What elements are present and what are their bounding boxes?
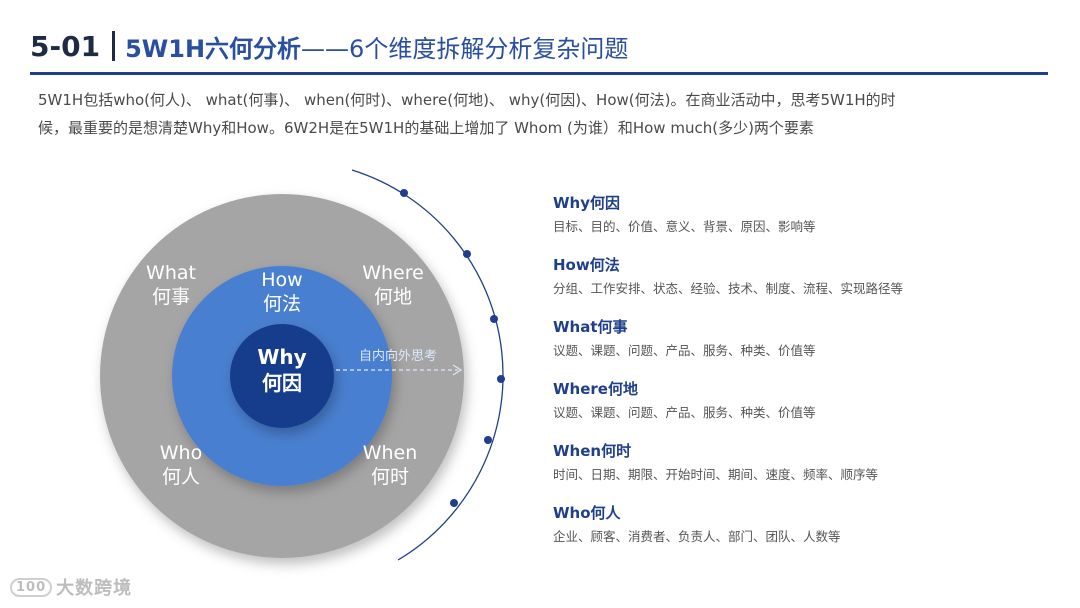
arrow-head [452,364,463,376]
watermark-logo: 100 大数跨境 [10,574,132,600]
section-number: 5-01 [30,29,101,63]
arc-dot [484,436,492,444]
title-subtitle: ——6个维度拆解分析复杂问题 [301,34,629,63]
arc-dot [497,375,505,383]
title-underline [30,72,1048,75]
item-desc: 议题、课题、问题、产品、服务、种类、价值等 [553,405,816,420]
logo-mark: 100 [10,577,53,597]
label-who-zh: 何人 [162,466,200,488]
arc-dot [400,189,408,197]
intro-paragraph: 5W1H包括who(何人)、 what(何事)、 when(何时)、where(… [38,86,1048,142]
item-title: When何时 [553,442,632,460]
label-how-zh: 何法 [263,293,301,315]
title-divider [112,31,116,61]
label-why-zh: 何因 [262,371,302,395]
label-why-en: Why [257,345,306,369]
intro-line-2: 候，最重要的是想清楚Why和How。6W2H是在5W1H的基础上增加了 Whom… [38,119,814,137]
center-circle [230,324,334,428]
label-how-en: How [261,269,302,291]
list-item-how: How何法 分组、工作安排、状态、经验、技术、制度、流程、实现路径等 [553,255,993,317]
title-main: 5W1H六何分析 [125,34,302,63]
item-title: Where何地 [553,380,638,398]
intro-line-1: 5W1H包括who(何人)、 what(何事)、 when(何时)、where(… [38,91,896,109]
label-what-zh: 何事 [152,286,190,308]
arc-dot [463,250,471,258]
list-item-when: When何时 时间、日期、期限、开始时间、期间、速度、频率、顺序等 [553,441,993,503]
label-when-zh: 何时 [371,466,409,488]
arc-dot [450,499,458,507]
item-desc: 企业、顾客、消费者、负责人、部门、团队、人数等 [553,529,841,544]
label-when-en: When [363,442,418,464]
list-item-why: Why何因 目标、目的、价值、意义、背景、原因、影响等 [553,193,993,255]
arc-dots [400,189,505,507]
item-title: Why何因 [553,194,621,212]
item-desc: 议题、课题、问题、产品、服务、种类、价值等 [553,343,816,358]
list-item-who: Who何人 企业、顾客、消费者、负责人、部门、团队、人数等 [553,503,993,565]
label-where-en: Where [362,262,424,284]
item-title: What何事 [553,318,628,336]
dimension-list: Why何因 目标、目的、价值、意义、背景、原因、影响等 How何法 分组、工作安… [553,193,993,565]
item-desc: 目标、目的、价值、意义、背景、原因、影响等 [553,219,816,234]
item-desc: 分组、工作安排、状态、经验、技术、制度、流程、实现路径等 [553,281,904,296]
item-title: Who何人 [553,504,621,522]
label-who-en: Who [160,442,202,464]
page-title: 5-01 5W1H六何分析 ——6个维度拆解分析复杂问题 [30,26,628,66]
item-title: How何法 [553,256,620,274]
item-desc: 时间、日期、期限、开始时间、期间、速度、频率、顺序等 [553,467,879,482]
arc-dot [490,315,498,323]
arrow-label: 自内向外思考 [359,348,437,364]
circle-diagram: What 何事 Where 何地 Who 何人 When 何时 How 何法 W… [100,169,505,561]
list-item-where: Where何地 议题、课题、问题、产品、服务、种类、价值等 [553,379,993,441]
list-item-what: What何事 议题、课题、问题、产品、服务、种类、价值等 [553,317,993,379]
outer-arc [351,169,504,561]
logo-text: 大数跨境 [56,578,133,599]
label-what-en: What [146,262,196,284]
label-where-zh: 何地 [374,286,412,308]
